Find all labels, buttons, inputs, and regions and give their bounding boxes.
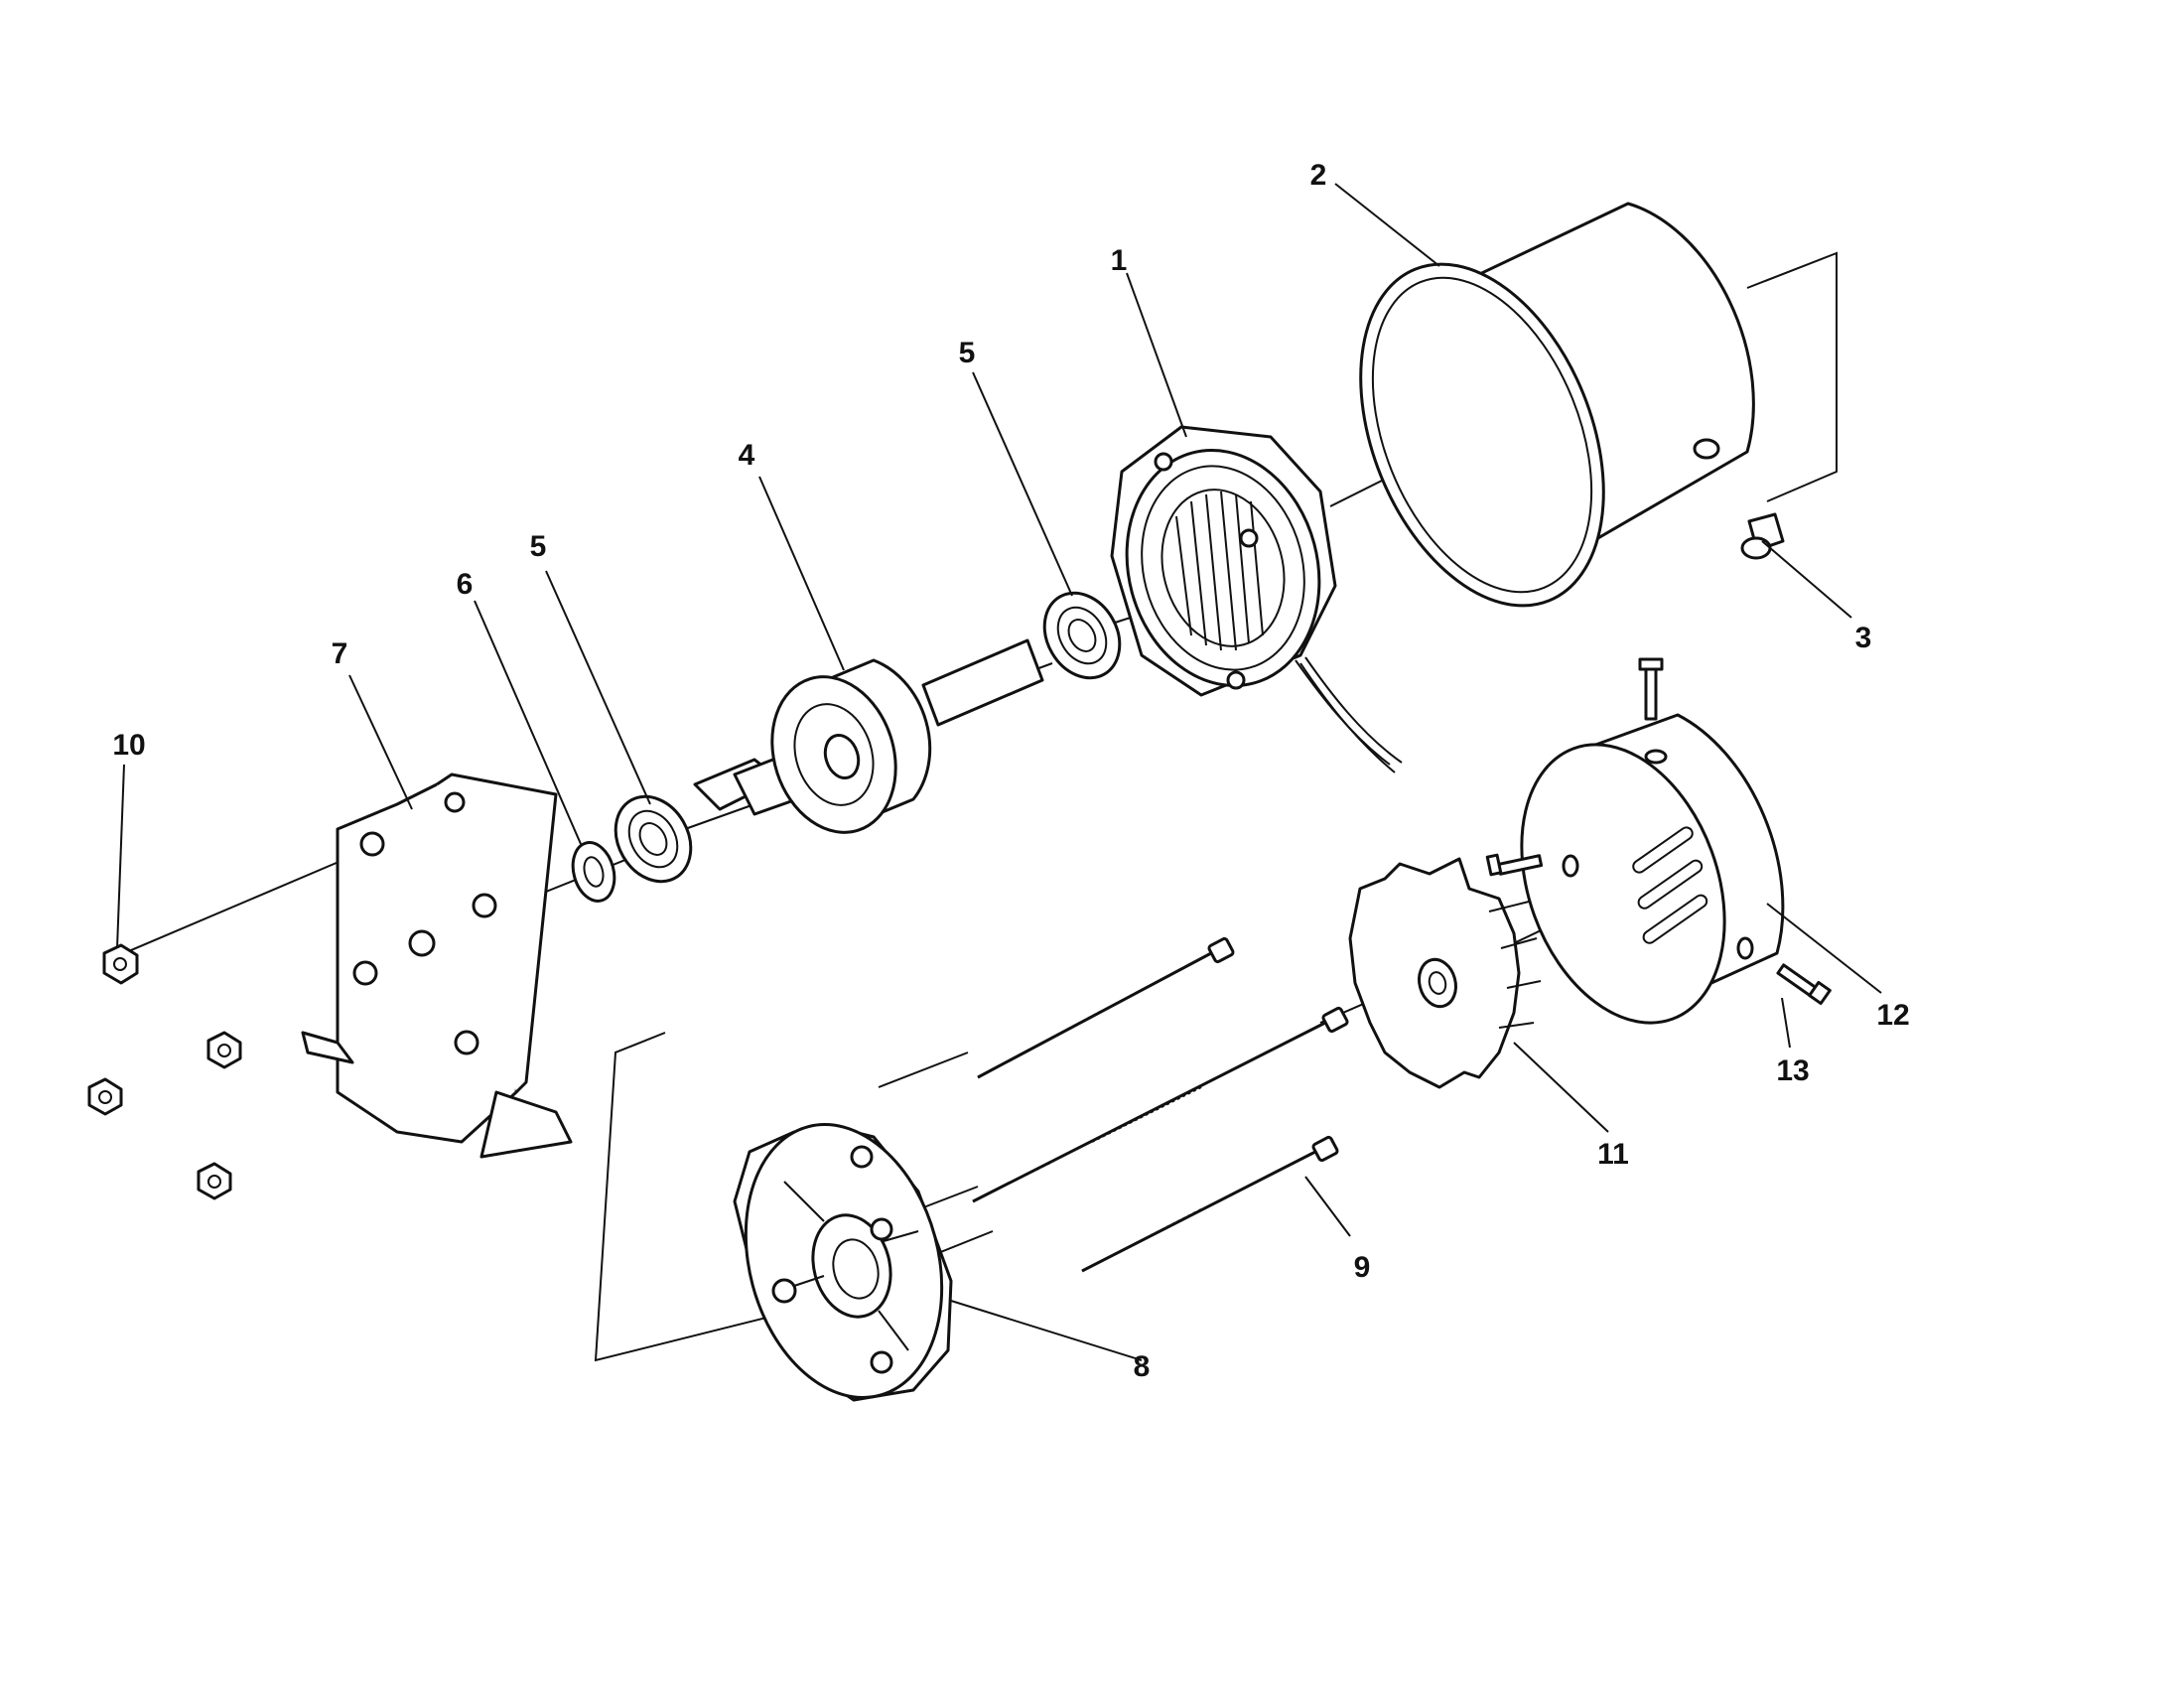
nut-4 xyxy=(197,1162,232,1200)
washer xyxy=(571,841,616,903)
nut-3 xyxy=(87,1077,123,1116)
callout-13: 13 xyxy=(1776,1054,1809,1087)
through-bolt-3 xyxy=(1081,1135,1339,1273)
nut-2 xyxy=(206,1031,242,1069)
rotor xyxy=(693,638,1044,834)
cooling-fan xyxy=(1348,857,1542,1089)
callout-7: 7 xyxy=(332,637,348,670)
callout-5-left: 5 xyxy=(530,530,547,563)
callout-10: 10 xyxy=(112,729,145,762)
callout-5-right: 5 xyxy=(959,337,976,369)
fan-cover xyxy=(1520,713,1785,1025)
callout-6: 6 xyxy=(457,568,474,601)
nut-main xyxy=(102,943,139,985)
callout-2: 2 xyxy=(1310,159,1327,192)
callout-9: 9 xyxy=(1354,1251,1371,1284)
callout-4: 4 xyxy=(739,439,755,472)
callout-8: 8 xyxy=(1134,1350,1151,1383)
stator-windings xyxy=(1175,491,1264,651)
shell-hole xyxy=(1693,438,1720,460)
motor-shell xyxy=(1359,202,1755,608)
callout-3: 3 xyxy=(1855,622,1872,654)
cover-screw-left xyxy=(1485,853,1544,877)
cover-screw-top xyxy=(1638,657,1664,721)
callout-11: 11 xyxy=(1597,1138,1629,1171)
callout-leaders xyxy=(116,183,1882,1361)
cover-screw-right xyxy=(1776,963,1832,1006)
through-bolt-1 xyxy=(977,936,1235,1079)
callout-labels: 1 2 3 4 5 5 6 7 8 9 10 11 12 13 xyxy=(112,159,1909,1383)
end-housing-bracket xyxy=(301,772,573,1159)
bearing-left xyxy=(614,794,693,884)
callout-12: 12 xyxy=(1876,999,1909,1032)
bearing-right xyxy=(1042,591,1122,680)
stator xyxy=(1110,425,1403,773)
shell-plug xyxy=(1740,512,1785,560)
end-bell xyxy=(733,1123,953,1402)
callout-1: 1 xyxy=(1111,244,1128,277)
through-bolt-2 xyxy=(972,1006,1349,1203)
